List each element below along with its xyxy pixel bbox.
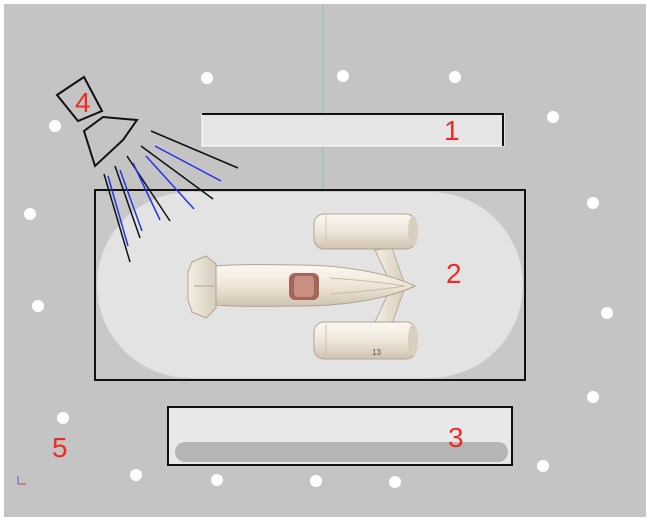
spotlight-housing — [55, 75, 104, 123]
panel-3-strip — [175, 442, 508, 462]
floor-marker — [601, 307, 613, 319]
floor-marker — [389, 476, 401, 488]
floor-marker — [587, 391, 599, 403]
label-stage-2: 2 — [446, 258, 462, 289]
panel-1-fill — [201, 113, 505, 147]
floor-marker — [32, 300, 44, 312]
aircraft: 13 — [187, 213, 418, 360]
floor-marker — [310, 475, 322, 487]
axis-gizmo-icon — [17, 476, 26, 485]
label-panel-1: 1 — [444, 115, 460, 146]
floor-marker — [49, 120, 61, 132]
spotlight — [55, 75, 239, 263]
light-beam-inner — [107, 145, 222, 247]
floor-marker — [24, 208, 36, 220]
spotlight-head — [82, 115, 139, 168]
engine-top — [313, 213, 418, 250]
floor-marker — [337, 70, 349, 82]
floor-marker — [57, 412, 69, 424]
floor-marker — [130, 469, 142, 481]
engine-bottom — [313, 321, 418, 360]
aircraft-tail — [187, 255, 217, 319]
floor-marker — [587, 197, 599, 209]
label-panel-3: 3 — [448, 422, 464, 453]
floor-marker — [547, 111, 559, 123]
panel-1 — [201, 113, 505, 147]
panel-1-edge — [202, 113, 504, 146]
label-floor-5: 5 — [52, 432, 68, 463]
label-light-4: 4 — [75, 87, 91, 118]
floor-markers — [24, 70, 613, 488]
floor-marker — [449, 71, 461, 83]
floor-marker — [211, 474, 223, 486]
panel-3 — [167, 406, 513, 466]
floor-marker — [537, 460, 549, 472]
floor-marker — [201, 72, 213, 84]
engine-marking: 13 — [372, 348, 381, 357]
